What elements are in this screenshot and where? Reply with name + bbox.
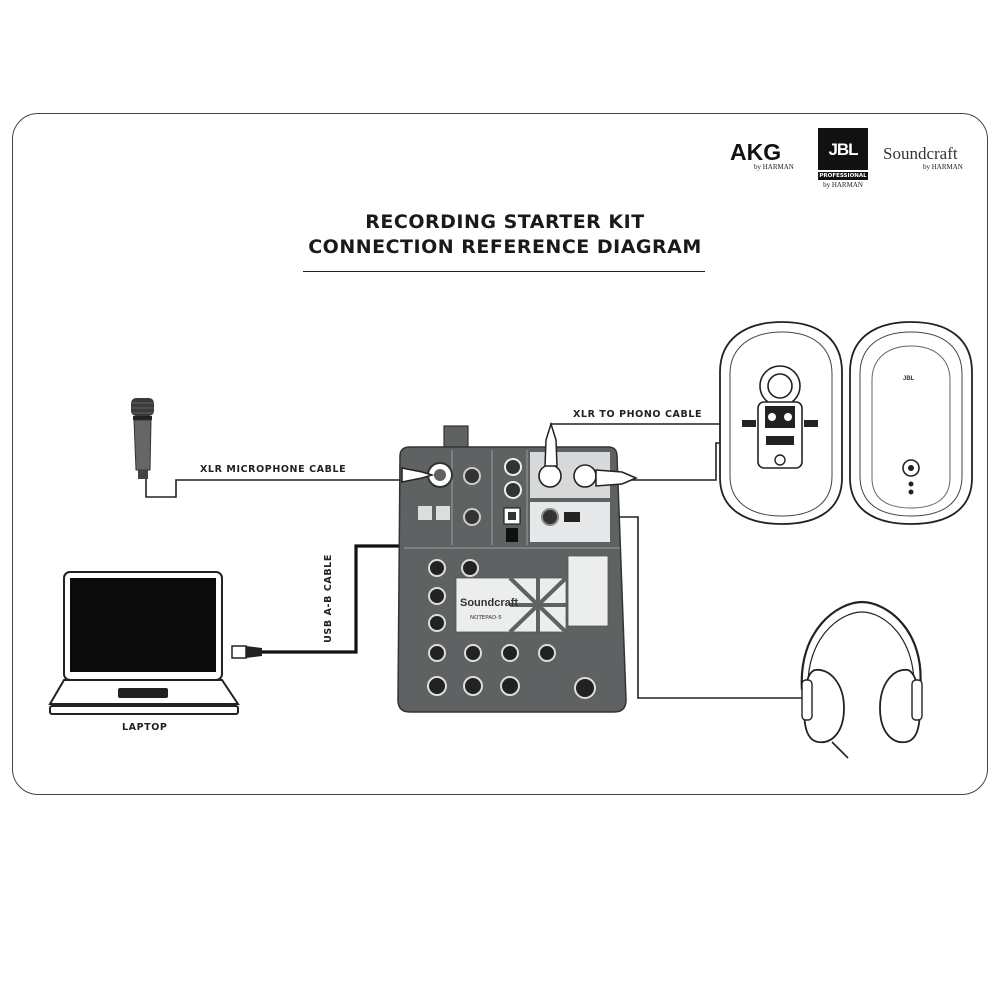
left-speaker-icon <box>719 321 843 525</box>
soundcraft-harman-text: by HARMAN <box>923 163 963 171</box>
jbl-logo: JBL PROFESSIONAL by HARMAN <box>818 128 868 189</box>
laptop-label: LAPTOP <box>122 722 168 733</box>
headphones-icon <box>800 600 923 759</box>
title-divider <box>303 271 705 272</box>
soundcraft-logo: Soundcraft by HARMAN <box>883 144 963 172</box>
page-subtitle: CONNECTION REFERENCE DIAGRAM <box>308 236 702 258</box>
usb-cable-label: USB A-B CABLE <box>322 554 334 643</box>
microphone-icon <box>131 398 154 479</box>
akg-harman-text: by HARMAN <box>754 163 794 171</box>
xlr-microphone-cable-label: XLR MICROPHONE CABLE <box>200 464 347 475</box>
page-title: RECORDING STARTER KIT <box>365 211 645 233</box>
xlr-to-phono-cable-label: XLR TO PHONO CABLE <box>573 409 703 420</box>
jbl-harman-text: by HARMAN <box>823 181 863 189</box>
speaker-logo-text: JBL <box>903 376 915 382</box>
right-speaker-icon: JBL <box>849 321 973 525</box>
mixer-knobs <box>427 559 596 699</box>
xlr-microphone-cable <box>145 478 420 498</box>
soundcraft-logo-text: Soundcraft <box>883 144 958 163</box>
mixer-icon: Soundcraft NOTEPAD-5 <box>397 421 638 713</box>
xlr-to-phono-cable-left <box>550 423 748 440</box>
laptop-icon <box>48 571 262 715</box>
mixer-model-label: NOTEPAD-5 <box>470 615 502 621</box>
union-flag-graphic <box>508 576 568 634</box>
jbl-logo-text: JBL <box>818 128 868 170</box>
jbl-professional-text: PROFESSIONAL <box>818 172 868 180</box>
akg-logo-text: AKG <box>730 139 782 165</box>
mixer-brand-label: Soundcraft <box>460 597 518 609</box>
akg-logo: AKG by HARMAN <box>730 140 794 171</box>
